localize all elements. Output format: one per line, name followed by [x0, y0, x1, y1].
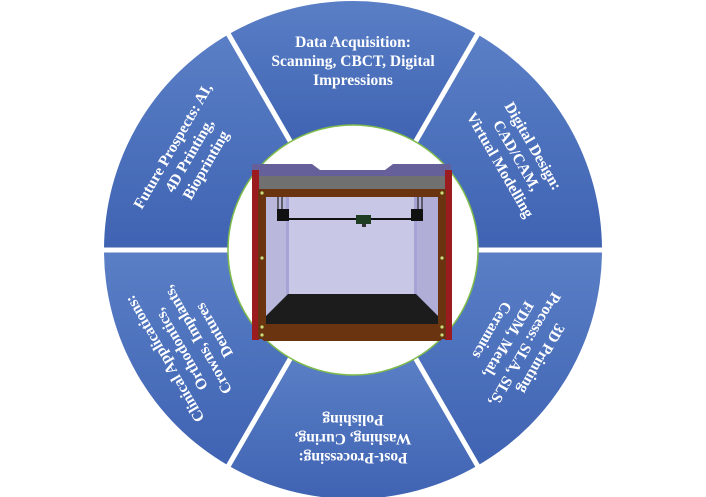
segment-digital-design [415, 34, 602, 250]
printer-frame-left [258, 189, 266, 339]
printer-build-plate [266, 294, 438, 324]
screw [440, 325, 444, 329]
segment-separator [225, 355, 294, 469]
printer-chamber-right-wall [416, 197, 438, 322]
label-line: Polishing [322, 411, 383, 428]
screw [440, 191, 444, 195]
label-post-processing: Post-Processing: Washing, Curing, Polishin… [295, 411, 412, 466]
segment-separator [412, 31, 481, 145]
printer-print-head [356, 215, 371, 224]
segment-ring [104, 0, 602, 497]
printer-frame-top [258, 189, 446, 197]
label-clinical-applications: Clinical Applications:Orthodontics,Crown… [122, 282, 237, 425]
label-line: Washing, Curing, [295, 430, 412, 447]
printer-frame-right [438, 189, 446, 339]
screw [260, 256, 264, 260]
screw [260, 333, 264, 337]
segment-separator [412, 355, 481, 469]
segment-post-processing [228, 358, 478, 497]
label-line: Impressions [313, 72, 393, 89]
segment-printing-process [415, 250, 602, 466]
label-line: Scanning, CBCT, Digital [271, 53, 435, 70]
printer-screws [260, 191, 444, 337]
screw [260, 325, 264, 329]
printer-right-motor [411, 209, 423, 221]
printer-left-rail [286, 197, 289, 295]
segment-future-prospects [104, 34, 291, 250]
segment-data-acquisition [228, 0, 478, 142]
printer-right-rail [414, 197, 417, 295]
label-data-acquisition: Data Acquisition: Scanning, CBCT, Digital… [271, 34, 435, 89]
printer-chamber-left-wall [266, 197, 288, 322]
segment-clinical-applications [104, 250, 291, 466]
screw [440, 256, 444, 260]
printer-right-frame [445, 170, 452, 340]
screw [260, 191, 264, 195]
segment-separator [225, 31, 294, 145]
screw [440, 333, 444, 337]
label-line: Post-Processing: [298, 449, 407, 466]
printer-left-frame [252, 170, 259, 340]
printer-frame-bottom [258, 322, 446, 341]
printer-lid-front [252, 176, 451, 189]
printer-nozzle [362, 224, 366, 227]
segment-separators [102, 31, 604, 469]
printer-illustration [252, 164, 452, 341]
label-line: Data Acquisition: [295, 34, 411, 51]
printer-left-motor [277, 209, 289, 221]
